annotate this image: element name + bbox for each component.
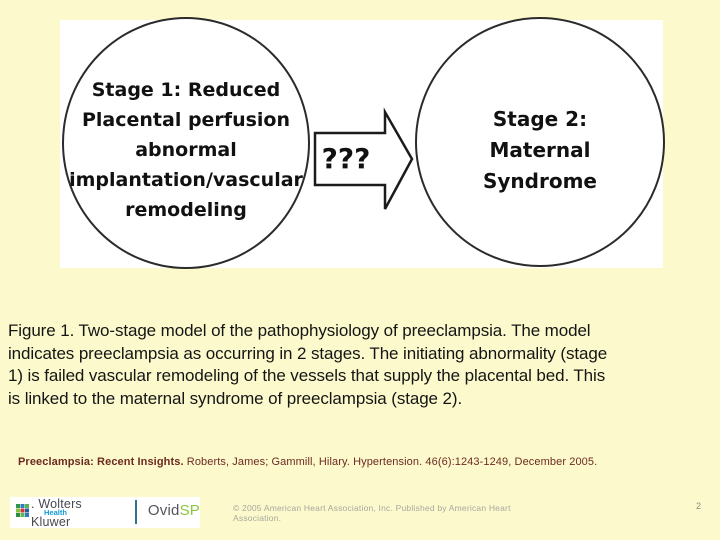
- ovid-sp-logo-text: SP: [179, 501, 200, 519]
- citation-authors: Roberts, James; Gammill, Hilary. Hyperte…: [183, 456, 598, 468]
- wolters-kluwer-logo-text: . Wolters Kluwer: [31, 496, 82, 529]
- stage2-label: Stage 2: Maternal Syndrome: [482, 106, 597, 193]
- citation-title: Preeclampsia: Recent Insights.: [18, 456, 184, 468]
- ovidsp-logo: OvidSP: [148, 502, 200, 519]
- publisher-logo-box: . Wolters Kluwer Health OvidSP: [10, 495, 200, 531]
- figure-caption: Figure 1. Two-stage model of the pathoph…: [8, 321, 608, 408]
- block-arrow-icon: [313, 107, 414, 210]
- stage1-label: Stage 1: Reduced Placental perfusion abn…: [69, 79, 303, 221]
- citation: Preeclampsia: Recent Insights. Roberts, …: [18, 456, 597, 468]
- diagram-panel: Stage 1: Reduced Placental perfusion abn…: [60, 17, 665, 269]
- page-number: 2: [696, 501, 702, 511]
- stage2-circle: Stage 2: Maternal Syndrome: [415, 17, 665, 267]
- wolters-kluwer-health-label: Health: [44, 507, 67, 517]
- wolters-kluwer-mosaic-icon: [16, 504, 29, 517]
- wolters-kluwer-logo: . Wolters Kluwer Health: [31, 495, 122, 531]
- copyright-text: © 2005 American Heart Association, Inc. …: [233, 503, 511, 523]
- ovid-logo-text: Ovid: [147, 501, 180, 519]
- logo-divider: [134, 499, 137, 524]
- arrow-question-label: ???: [321, 142, 371, 175]
- stage1-circle: Stage 1: Reduced Placental perfusion abn…: [62, 17, 310, 269]
